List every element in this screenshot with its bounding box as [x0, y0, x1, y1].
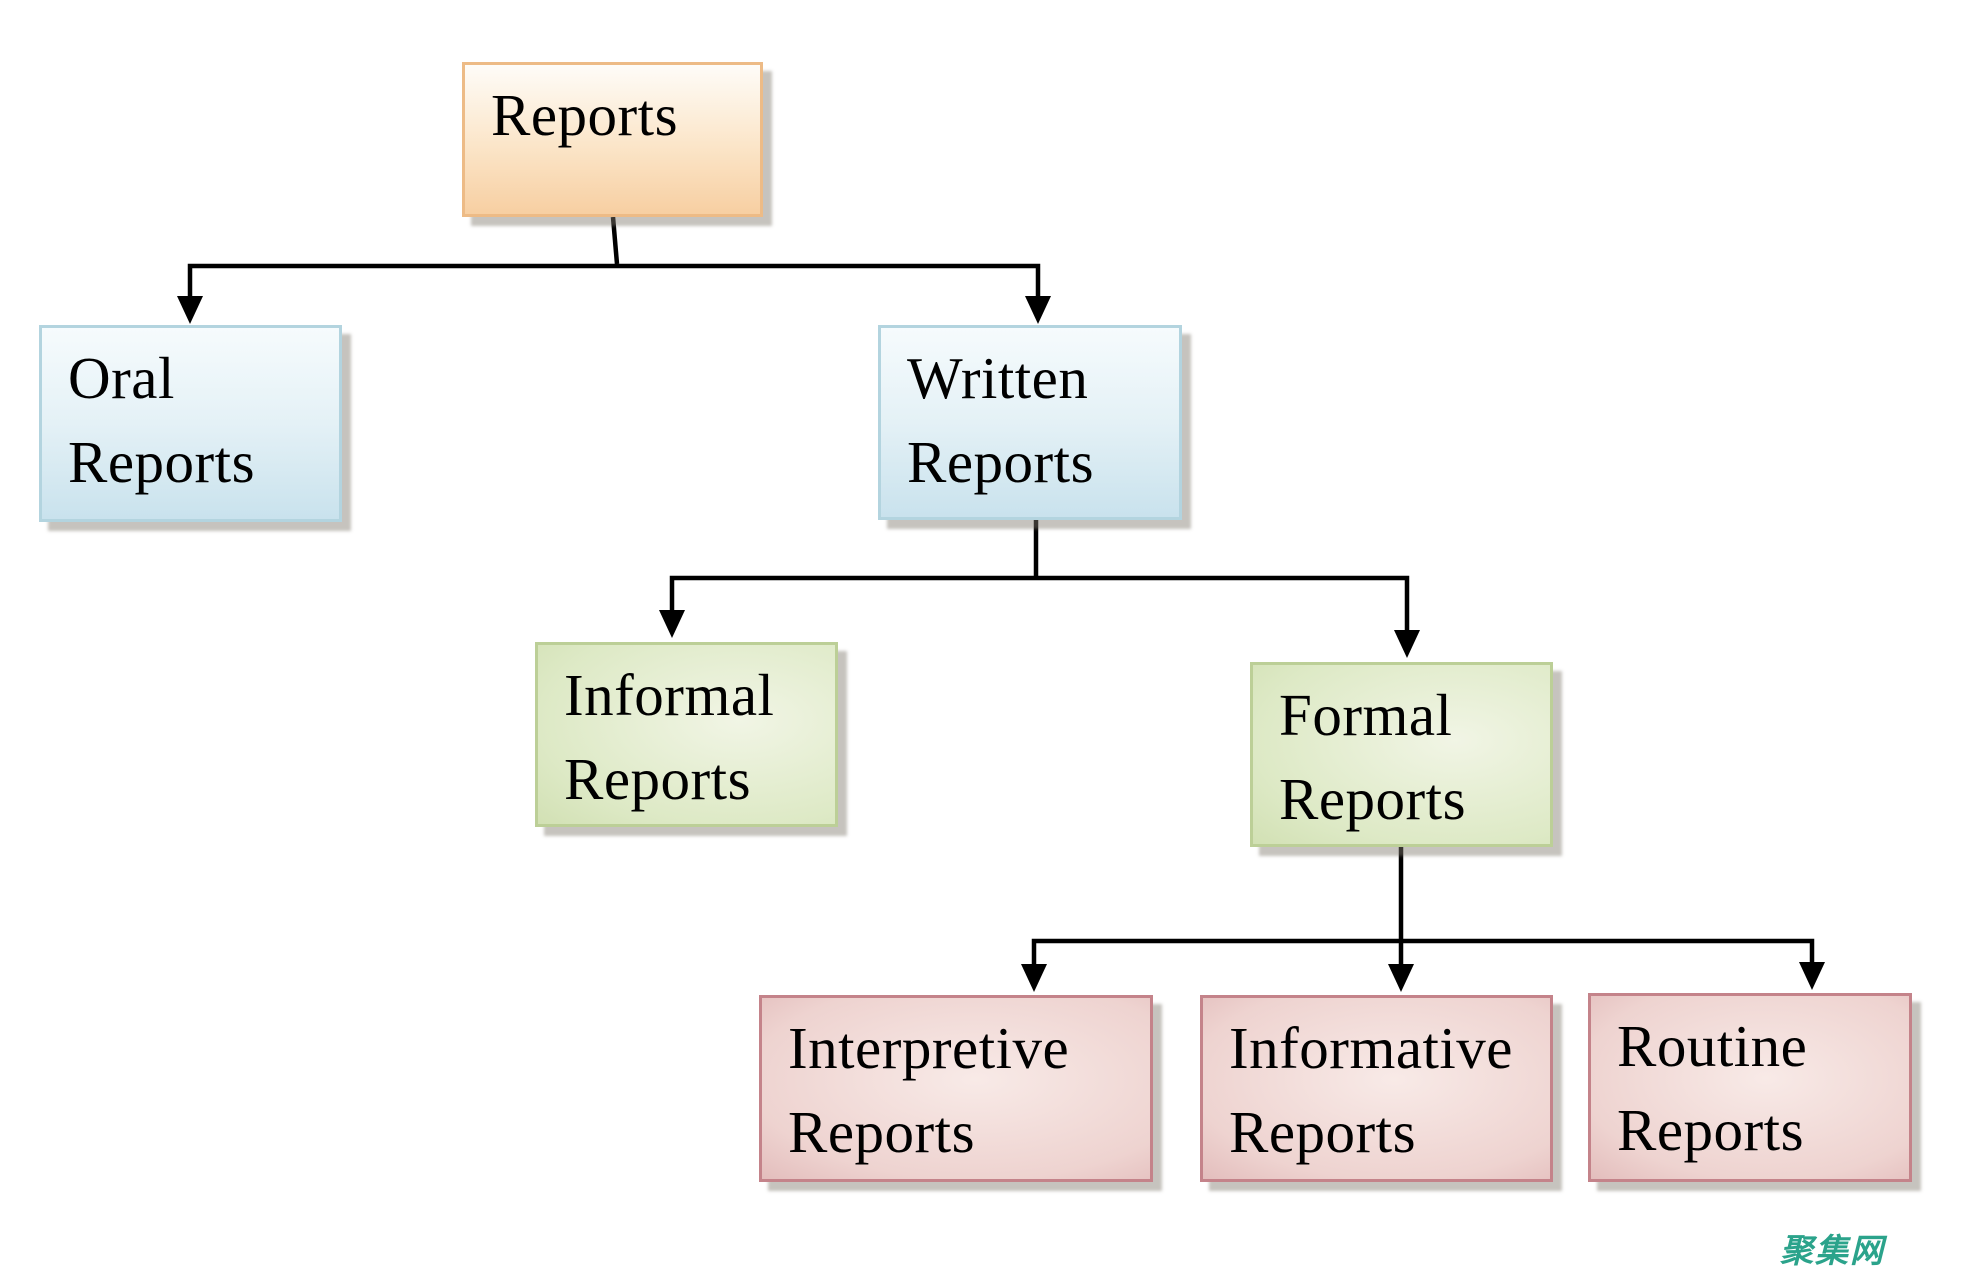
connector-reports-stem [610, 216, 620, 265]
node-informal-reports: Informal Reports [535, 642, 838, 827]
connector-level3-rail [669, 575, 1410, 630]
connector-level4-rail [1031, 938, 1815, 964]
arrowhead-to-oral-icon [177, 296, 203, 324]
node-formal-reports: Formal Reports [1250, 662, 1553, 847]
arrowhead-to-interpretive-icon [1021, 964, 1047, 992]
node-informative-reports: Informative Reports [1200, 995, 1553, 1182]
node-routine-reports-label: Routine Reports [1617, 1013, 1808, 1163]
node-written-reports-label: Written Reports [907, 345, 1095, 495]
node-formal-reports-label: Formal Reports [1279, 682, 1467, 832]
arrowhead-to-informative-icon [1388, 964, 1414, 992]
arrowhead-to-routine-icon [1799, 962, 1825, 990]
node-informal-reports-label: Informal Reports [564, 662, 775, 812]
arrowhead-to-informal-icon [659, 610, 685, 638]
node-interpretive-reports: Interpretive Reports [759, 995, 1153, 1182]
node-oral-reports: Oral Reports [39, 325, 342, 522]
connector-level2-rail [187, 263, 1041, 298]
node-informative-reports-label: Informative Reports [1229, 1015, 1513, 1165]
node-reports-label: Reports [491, 82, 679, 148]
node-routine-reports: Routine Reports [1588, 993, 1912, 1182]
node-written-reports: Written Reports [878, 325, 1182, 520]
node-oral-reports-label: Oral Reports [68, 345, 256, 495]
watermark: 聚集网 [1780, 1231, 1885, 1268]
arrowhead-to-written-icon [1025, 296, 1051, 324]
arrowhead-to-formal-icon [1394, 630, 1420, 658]
node-interpretive-reports-label: Interpretive Reports [788, 1015, 1070, 1165]
node-reports: Reports [462, 62, 763, 217]
